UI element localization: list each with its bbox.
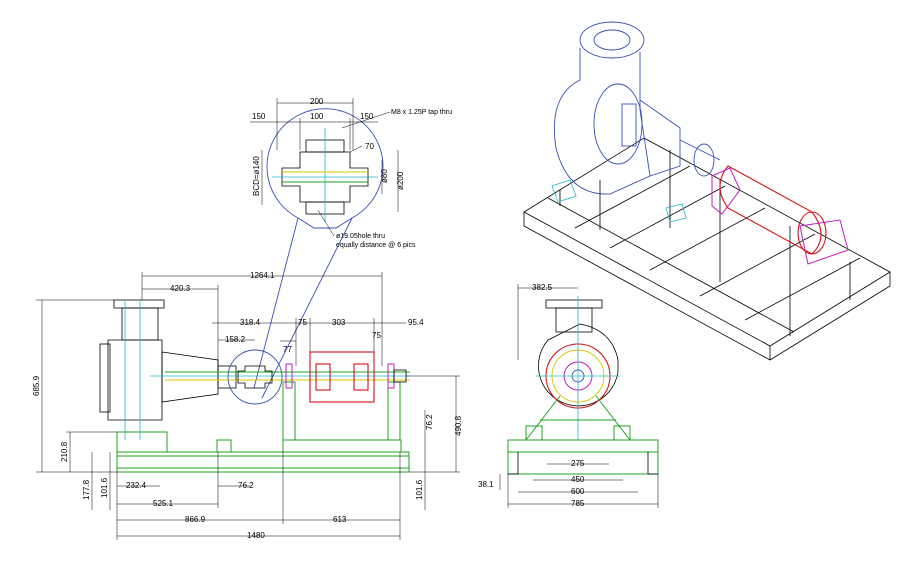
dim-label-177: 177.8	[82, 479, 91, 500]
iso-discharge-flange	[579, 21, 645, 59]
dim-label-866: 866.9	[185, 515, 206, 524]
front-discharge-nozzle	[555, 307, 593, 333]
dim-label-38: 38.1	[478, 480, 494, 489]
note-tap: M8 x 1.25P tap thru	[391, 109, 452, 116]
dim-label-525: 525.1	[153, 499, 174, 508]
dim-label-200: 200	[310, 97, 324, 106]
dim-label-785: 785	[571, 499, 585, 508]
dim-label-75a: 75	[298, 318, 307, 327]
dim-label-150-right: 150	[360, 112, 374, 121]
suction-flange	[99, 343, 111, 413]
front-base-top	[507, 439, 659, 453]
detail-outline	[266, 108, 384, 229]
leader-70	[349, 145, 363, 153]
motor-support-right	[387, 381, 401, 441]
dim-label-101b: 101.6	[415, 479, 424, 500]
front-foot-right	[613, 425, 631, 441]
dim-label-685: 685.9	[32, 375, 41, 396]
iso-window	[621, 103, 637, 147]
iso-bearing-housing	[639, 99, 681, 177]
dim-label-1264: 1264.1	[250, 271, 275, 280]
dim-label-232: 232.4	[126, 481, 147, 490]
dim-label-80: ø80	[380, 169, 389, 183]
dim-label-77: 77	[283, 345, 292, 354]
motor-base	[282, 439, 402, 453]
dim-label-303: 303	[332, 318, 346, 327]
iso-motor-end	[797, 211, 827, 255]
front-volute	[538, 323, 619, 407]
iso-volute	[553, 48, 651, 195]
leader-hole	[317, 209, 335, 237]
note-hole-line1: ø19.05hole thru	[336, 233, 385, 240]
front-base-channel	[507, 451, 659, 475]
iso-skid-crossmembers	[547, 165, 861, 333]
side-elevation-view: 1264.1 420.3 318.4 75 303 75 95.4 158.2 …	[32, 271, 463, 540]
leader-tap	[341, 111, 391, 129]
front-support-frame	[525, 395, 631, 441]
pump-pedestal	[116, 431, 168, 453]
dim-label-490: 490.8	[454, 415, 463, 436]
coupling-cross	[281, 151, 369, 203]
iso-anchor-pads	[551, 179, 687, 223]
bearing-housing	[161, 351, 219, 403]
seal-housing	[217, 365, 237, 389]
dim-label-101a: 101.6	[100, 477, 109, 498]
iso-supports	[559, 150, 851, 336]
motor-support-left	[282, 381, 296, 441]
iso-motor-foot	[799, 219, 849, 265]
dim-label-613: 613	[333, 515, 347, 524]
dim-label-450: 450	[571, 475, 585, 484]
dim-label-600: 600	[571, 487, 585, 496]
discharge-flange	[113, 299, 165, 309]
dim-label-200v: ø200	[396, 171, 405, 190]
motor-body	[309, 351, 375, 403]
iso-shaft	[679, 139, 721, 161]
isometric-view	[523, 21, 891, 361]
iso-skid-outline	[523, 137, 891, 347]
pump-volute	[107, 339, 163, 421]
dim-label-382: 382.5	[532, 283, 553, 292]
coupling-detail-view: 200 150 100 150 M8 x 1.25P tap thru 70 ø…	[250, 97, 452, 399]
dim-label-76a: 76.2	[238, 481, 254, 490]
dim-label-1480: 1480	[247, 531, 265, 540]
iso-skid-depth	[523, 212, 891, 361]
dim-label-bcd: BCD=ø140	[252, 156, 261, 196]
dim-label-70: 70	[365, 142, 374, 151]
front-discharge-flange	[545, 299, 603, 309]
iso-discharge-bore	[593, 29, 631, 51]
coupling-callout-circle	[227, 349, 283, 405]
front-elevation-view: 382.5 275 450 600 785 38.1	[478, 283, 659, 508]
dim-label-158: 158.2	[225, 335, 246, 344]
dim-label-420: 420.3	[170, 284, 191, 293]
iso-volute-face	[593, 83, 643, 165]
motor-end-right	[353, 363, 369, 391]
dim-label-75b: 75	[372, 331, 381, 340]
dim-label-100: 100	[310, 112, 324, 121]
dim-label-150-left: 150	[252, 112, 266, 121]
motor-end-left	[315, 363, 331, 391]
bearing-pedestal	[216, 439, 232, 453]
note-hole-line2: equally distance @ 6 pics	[336, 242, 416, 249]
callout-line-right	[261, 217, 353, 399]
coupling-guard-left	[285, 363, 293, 389]
front-foot-left	[525, 425, 543, 441]
dim-label-275: 275	[571, 459, 585, 468]
dim-label-318: 318.4	[240, 318, 261, 327]
dim-label-76b: 76.2	[425, 414, 434, 430]
coupling-mini	[237, 365, 273, 389]
front-base-legs	[508, 452, 658, 475]
base-channel	[116, 451, 410, 473]
dim-label-210: 210.8	[60, 441, 69, 462]
iso-coupling-guard	[711, 167, 741, 215]
iso-coupling	[693, 143, 715, 177]
dim-label-95: 95.4	[408, 318, 424, 327]
callout-line-left	[253, 217, 299, 389]
